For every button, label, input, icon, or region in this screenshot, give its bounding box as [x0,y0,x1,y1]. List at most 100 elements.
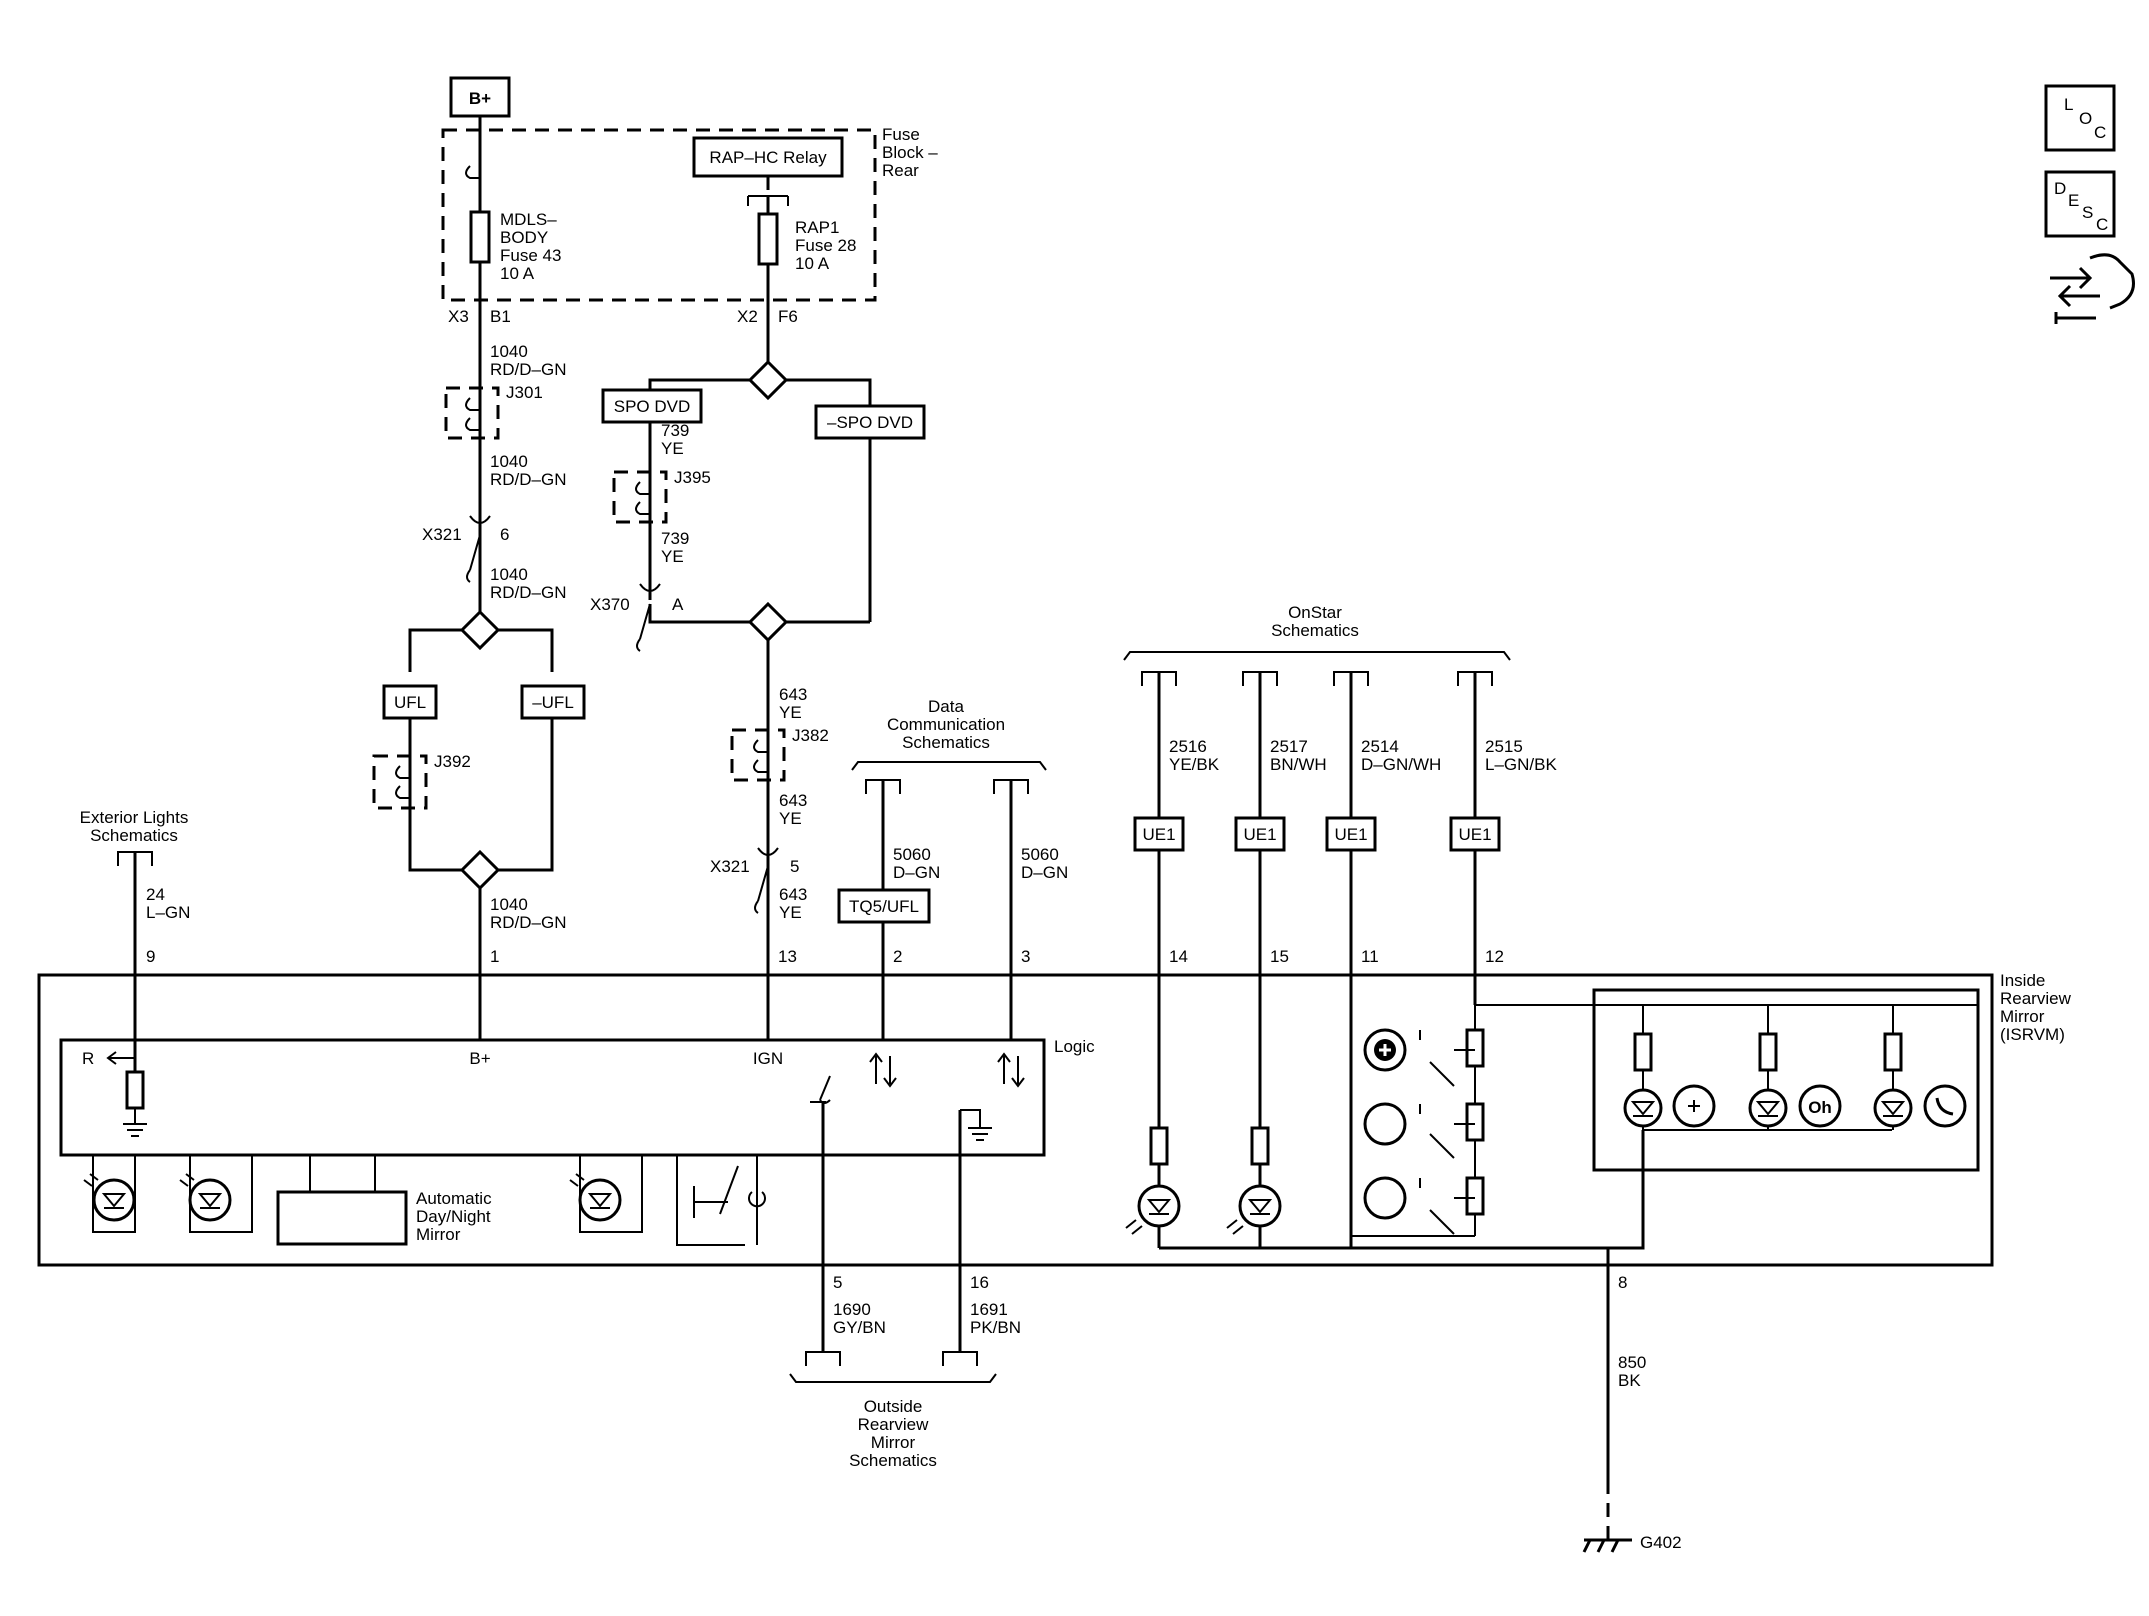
outside-mirror-bracket [789,1373,997,1383]
logic-box [59,1038,1046,1157]
splice-j395-label: J395 [674,468,711,487]
splice-diamond-rap-top [747,359,789,401]
onstar-ref-1: OnStar [1288,603,1342,622]
wire-2514-color: D–GN/WH [1361,755,1441,774]
onstar-oh-button[interactable]: Oh [1363,1102,1475,1159]
outside-mirror-ref-1: Outside [864,1397,923,1416]
desc-s: S [2082,203,2093,222]
wire-739-color-2: YE [661,547,684,566]
option-ue1-box-1 [1133,816,1185,852]
wire-5060-num-1: 5060 [893,845,931,864]
autodim-label-3: Mirror [416,1225,461,1244]
option-tq5-ufl-label: TQ5/UFL [849,897,919,916]
connector-b1: B1 [490,307,511,326]
connector-x321-a: X321 [422,525,462,544]
wire-5060-num-2: 5060 [1021,845,1059,864]
datacomm-ref-3: Schematics [902,733,990,752]
indicator-leds-group [83,1155,643,1233]
isrvm-name-4: (ISRVM) [2000,1025,2065,1044]
connector-x2: X2 [737,307,758,326]
wire-850-num: 850 [1618,1353,1646,1372]
ground-bus [1159,1130,1645,1250]
exterior-lights-ref-1: Exterior Lights [80,808,189,827]
data-arrows-icon-1 [869,1052,897,1088]
wire-739-num-1: 739 [661,421,689,440]
isrvm-module-outline [37,973,1994,1267]
option-ue1-box-2 [1234,816,1286,852]
wire-1040-color-2: RD/D–GN [490,470,567,489]
autodim-label-1: Automatic [416,1189,492,1208]
onstar-phone-button[interactable] [1363,1176,1475,1235]
desc-c: C [2096,215,2108,234]
pin-13: 13 [778,947,797,966]
isrvm-name-2: Rearview [2000,989,2072,1008]
splice-diamond-ign [747,601,789,643]
connector-x321-b: X321 [710,857,750,876]
splice-diamond-ufl-bottom [459,849,501,891]
desc-button[interactable]: D E S C [2044,170,2116,238]
wire-1040-num-1: 1040 [490,342,528,361]
onstar-bracket [1123,651,1511,661]
datacomm-ref-2: Communication [887,715,1005,734]
bplus-source-label: B+ [469,89,491,108]
rap-hc-relay-label: RAP–HC Relay [709,148,827,167]
datacomm-ref-1: Data [928,697,964,716]
splice-diamond-ufl-top [459,609,501,651]
pin-5: 5 [833,1273,842,1292]
onstar-blue-button[interactable] [1363,1028,1475,1087]
connector-x321-a-pin: 6 [500,525,509,544]
resistor-15 [1250,1126,1270,1166]
datacomm-bracket [851,761,1047,771]
pin-2: 2 [893,947,902,966]
loc-button[interactable]: L O C [2044,84,2116,152]
fuse-block-rear-outline [441,128,877,302]
wire-1040-num-2: 1040 [490,452,528,471]
rap-fuse-label-2: Fuse 28 [795,236,856,255]
exterior-lights-ref-2: Schematics [90,826,178,845]
power-button-icon [693,1165,766,1218]
wire-643-color-3: YE [779,903,802,922]
svg-text:Oh: Oh [1373,1116,1397,1135]
wire-5060-color-1: D–GN [893,863,940,882]
autodim-label-2: Day/Night [416,1207,491,1226]
wire-643-num-2: 643 [779,791,807,810]
onstar-led-15 [1238,1184,1282,1228]
wire-1691-num: 1691 [970,1300,1008,1319]
loc-l: L [2064,95,2073,114]
fuse-block-label-3: Rear [882,161,919,180]
outside-mirror-ref-2: Rearview [858,1415,930,1434]
mdls-fuse-label-4: 10 A [500,264,535,283]
option-ue1-label-3: UE1 [1334,825,1367,844]
option-ue1-box-4 [1449,816,1501,852]
data-arrows-icon-2 [997,1052,1025,1088]
wire-5060-color-2: D–GN [1021,863,1068,882]
option-ufl-box [382,684,438,720]
connector-x370-pin: A [672,595,684,614]
wire-24-color: L–GN [146,903,190,922]
logic-r-resistor [125,1070,145,1110]
splice-j301 [444,386,500,440]
option-ue1-box-3 [1325,816,1377,852]
option-spo-dvd-box [601,388,703,424]
wire-850-color: BK [1618,1371,1641,1390]
resistor-14 [1149,1126,1169,1166]
logic-switch-icon [819,1075,831,1104]
rap1-fuse-28 [757,212,779,266]
wire-1040-num-3: 1040 [490,565,528,584]
connector-f6: F6 [778,307,798,326]
mdls-fuse-label-3: Fuse 43 [500,246,561,265]
mdls-fuse-label-2: BODY [500,228,548,247]
panel-resistor-3 [1883,1032,1903,1072]
mirror-button-panel [1592,988,1980,1172]
wire-2514-num: 2514 [1361,737,1399,756]
ground-g402-label: G402 [1640,1533,1682,1552]
connector-wrench-icon[interactable] [2050,253,2135,324]
option-ue1-label-1: UE1 [1142,825,1175,844]
option-ue1-label-2: UE1 [1243,825,1276,844]
wire-1690-num: 1690 [833,1300,871,1319]
pin-12: 12 [1485,947,1504,966]
wire-739-num-2: 739 [661,529,689,548]
wire-739-color-1: YE [661,439,684,458]
isrvm-name-3: Mirror [2000,1007,2045,1026]
